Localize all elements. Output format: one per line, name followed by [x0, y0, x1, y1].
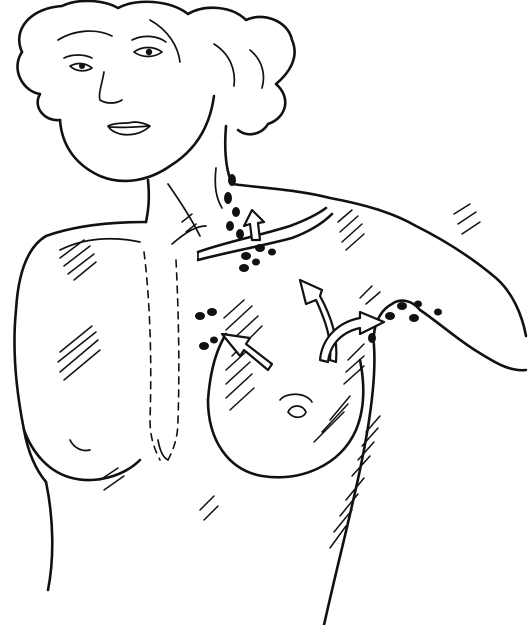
face — [60, 36, 214, 181]
clavicle-and-sternum — [60, 208, 332, 460]
right-breast — [208, 334, 363, 477]
hair — [17, 1, 294, 134]
cervical-nodes — [224, 174, 244, 239]
neck — [146, 126, 232, 236]
parasternal-nodes — [195, 308, 218, 350]
shading — [58, 204, 480, 548]
left-breast — [24, 430, 140, 480]
